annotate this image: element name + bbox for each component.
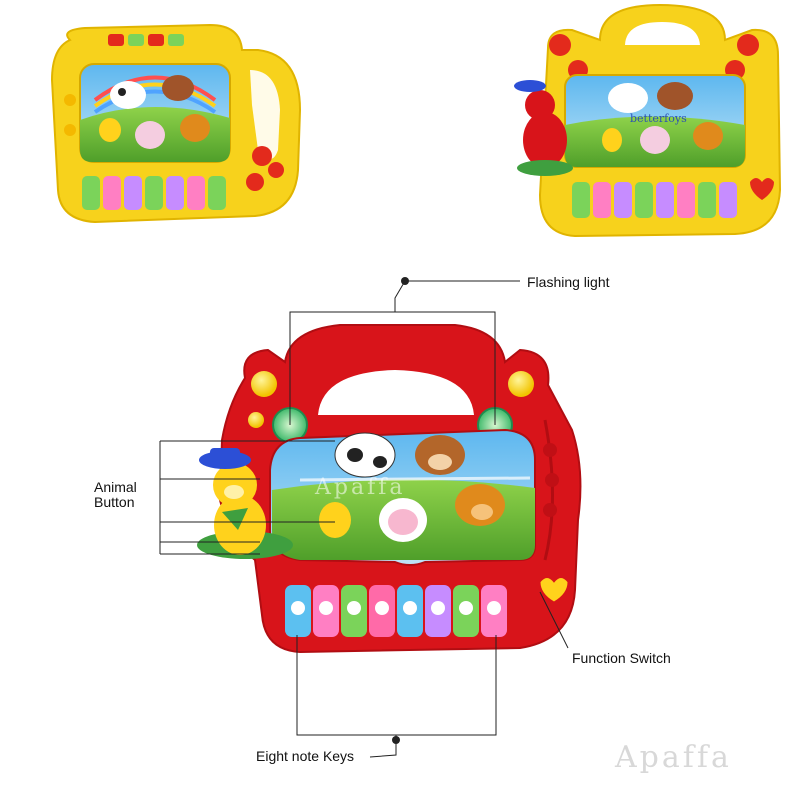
piano-toy-main [197, 324, 582, 654]
function-switch-heart [539, 577, 569, 603]
watermark-center: Apaffa [315, 475, 406, 500]
small-right-keys [572, 182, 737, 218]
piano-toy-small-left [50, 23, 302, 224]
callout-flashing-light: Flashing light [527, 274, 610, 290]
callout-animal-line1: Animal [94, 479, 137, 495]
main-note-keys [285, 585, 507, 637]
callout-dot [401, 277, 409, 285]
callout-function-switch: Function Switch [572, 650, 671, 666]
toy-brand-label: betterfoys [630, 112, 687, 125]
piano-toy-small-right: betterfoys [514, 3, 782, 238]
callout-dot [392, 736, 400, 744]
callout-eight-note-keys: Eight note Keys [256, 748, 355, 764]
small-left-keys [82, 176, 226, 210]
watermark-bottom: Apaffa [615, 740, 732, 775]
callout-animal-line2: Button [94, 494, 135, 510]
